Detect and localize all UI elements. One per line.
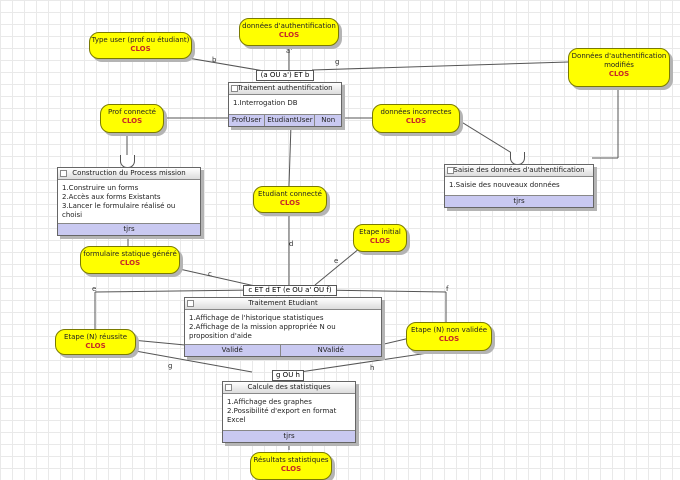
event-title: Construction du Process mission (72, 169, 186, 177)
condition-status: CLOS (130, 45, 151, 53)
operation: 1.Affichage de l'historique statistiques (189, 314, 324, 322)
condition-static-form[interactable]: formulaire statique généré CLOS (80, 246, 180, 274)
output-tjrs[interactable]: tjrs (58, 223, 200, 235)
edge-label-e: e (334, 257, 339, 265)
event-header: Traitement authentification (229, 83, 341, 95)
edge-label-a: g (335, 58, 340, 66)
output-validated[interactable]: Validé (185, 345, 281, 356)
condition-user-type[interactable]: Type user (prof ou étudiant) CLOS (89, 32, 192, 59)
condition-prof-connected[interactable]: Prof connecté CLOS (100, 104, 164, 133)
condition-name: Données d'authentification modifiés (571, 52, 667, 69)
condition-name: Etudiant connecté (258, 190, 322, 198)
event-header: Construction du Process mission (58, 168, 200, 180)
event-title: Traitement Etudiant (248, 299, 318, 307)
event-outputs: Validé NValidé (185, 344, 381, 356)
condition-name: données d'authentification (242, 22, 336, 30)
edge-label-c: c (208, 270, 212, 278)
condition-status: CLOS (121, 117, 143, 125)
condition-step-failed[interactable]: Etape (N) non validée CLOS (406, 322, 492, 351)
event-ops: 1.Construire un forms 2.Accès aux forms … (58, 180, 200, 223)
event-header: Saisie des données d'authentification (445, 165, 593, 177)
collapse-icon[interactable] (187, 300, 194, 307)
operation: 2.Affichage de la mission appropriée N o… (189, 323, 336, 340)
condition-name: Résultats statistiques (253, 456, 329, 464)
condition-name: Prof connecté (107, 108, 156, 116)
condition-status: CLOS (608, 70, 630, 78)
condition-status: CLOS (405, 117, 427, 125)
condition-step-success[interactable]: Etape (N) réussite CLOS (55, 329, 136, 355)
condition-student-connected[interactable]: Etudiant connecté CLOS (253, 186, 327, 213)
condition-initial-step[interactable]: Etape initial CLOS (353, 224, 407, 252)
collapse-icon[interactable] (60, 170, 67, 177)
condition-status: CLOS (119, 259, 141, 267)
collapse-icon[interactable] (447, 167, 454, 174)
condition-incorrect-data[interactable]: données incorrectes CLOS (372, 104, 460, 133)
stats-trigger[interactable]: g OU h (272, 370, 304, 381)
condition-status: CLOS (438, 335, 460, 343)
event-ops: 1.Affichage des graphes 2.Possibilité d'… (223, 394, 355, 430)
event-ops: 1.Affichage de l'historique statistiques… (185, 310, 381, 344)
event-ops: 1.Saisie des nouveaux données (445, 177, 593, 195)
condition-name: données incorrectes (380, 108, 452, 116)
event-auth-entry[interactable]: Saisie des données d'authentification 1.… (444, 164, 594, 208)
event-title: Saisie des données d'authentification (453, 166, 585, 174)
condition-name: formulaire statique généré (83, 250, 177, 258)
output-student-user[interactable]: EtudiantUser (265, 115, 316, 126)
operation: 1.Affichage des graphes (227, 398, 312, 406)
edge-label-a-prime: a' (286, 47, 293, 55)
collapse-icon[interactable] (231, 85, 238, 92)
output-prof-user[interactable]: ProfUser (229, 115, 266, 126)
collapse-icon[interactable] (225, 384, 232, 391)
output-tjrs[interactable]: tjrs (223, 430, 355, 442)
condition-status: CLOS (85, 342, 106, 350)
event-auth-process[interactable]: Traitement authentification 1.Interrogat… (228, 82, 342, 127)
output-not-validated[interactable]: NValidé (317, 346, 344, 354)
condition-status: CLOS (279, 199, 301, 207)
edge-label-b: b (212, 56, 217, 64)
event-header: Calcule des statistiques (223, 382, 355, 394)
operation: 2.Accès aux forms Existants (62, 193, 161, 201)
condition-name: Etape (N) non validée (410, 326, 488, 334)
event-title: Calcule des statistiques (247, 383, 331, 391)
condition-name: Etape (N) réussite (63, 333, 128, 341)
operation: 3.Lancer le formulaire réalisé ou choisi (62, 202, 176, 219)
condition-status: CLOS (369, 237, 391, 245)
event-student-process[interactable]: Traitement Etudiant 1.Affichage de l'his… (184, 297, 382, 357)
edge-label-d: d (289, 240, 294, 248)
edge-label-e-left: e (92, 285, 97, 293)
operation: 1.Interrogation DB (233, 99, 298, 107)
event-title: Traitement authentification (237, 84, 333, 92)
condition-status: CLOS (278, 31, 300, 39)
edge-label-h: h (370, 364, 375, 372)
condition-status: CLOS (280, 465, 302, 473)
edge-label-g: g (168, 362, 173, 370)
edge-label-f: f (446, 285, 449, 293)
operation: 2.Possibilité d'export en format Excel (227, 407, 337, 424)
operation: 1.Saisie des nouveaux données (449, 181, 560, 189)
condition-name: Type user (prof ou étudiant) (91, 36, 190, 44)
auth-trigger[interactable]: (a OU a') ET b (256, 70, 314, 81)
condition-name: Etape initial (359, 228, 401, 236)
output-non[interactable]: Non (321, 116, 336, 124)
condition-stats-results[interactable]: Résultats statistiques CLOS (250, 452, 332, 480)
student-trigger[interactable]: c ET d ET (e OU a' OU f) (243, 285, 337, 296)
condition-modified-auth[interactable]: Données d'authentification modifiés CLOS (568, 48, 670, 87)
event-stats-calc[interactable]: Calcule des statistiques 1.Affichage des… (222, 381, 356, 443)
condition-auth-data[interactable]: données d'authentification CLOS (239, 18, 339, 46)
event-header: Traitement Etudiant (185, 298, 381, 310)
output-tjrs[interactable]: tjrs (445, 195, 593, 207)
event-outputs: ProfUser EtudiantUser Non (229, 114, 341, 126)
event-mission-build[interactable]: Construction du Process mission 1.Constr… (57, 167, 201, 236)
operation: 1.Construire un forms (62, 184, 139, 192)
event-ops: 1.Interrogation DB (229, 95, 341, 114)
